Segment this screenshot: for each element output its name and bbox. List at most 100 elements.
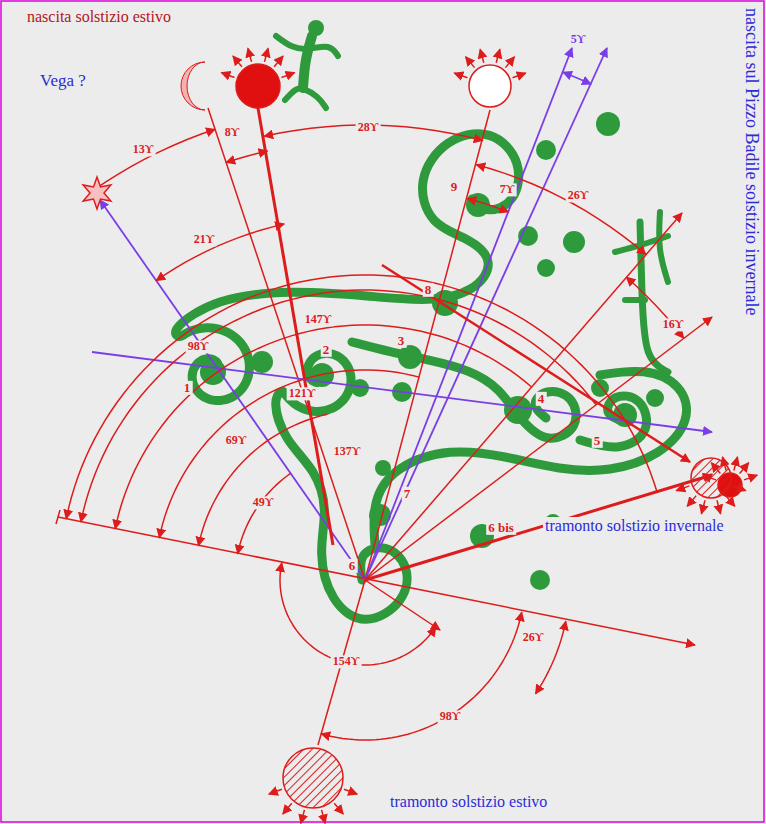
angle-arc bbox=[115, 325, 531, 529]
sun-ray bbox=[466, 57, 475, 68]
callout-number: 6 bis bbox=[486, 521, 516, 535]
alignment-line bbox=[100, 200, 365, 580]
sun-symbol bbox=[283, 748, 343, 808]
angle-label: 8ϒ bbox=[223, 126, 242, 139]
sun-ray bbox=[687, 496, 696, 507]
cup-mark bbox=[398, 345, 422, 369]
angle-label: 26ϒ bbox=[566, 189, 591, 202]
angle-label: 16ϒ bbox=[661, 318, 686, 331]
sun-ray bbox=[322, 810, 326, 824]
engraved-groove bbox=[303, 36, 312, 88]
star-symbol bbox=[83, 177, 111, 209]
callout-number: 9 bbox=[449, 180, 460, 194]
cup-mark bbox=[530, 570, 550, 590]
cup-mark bbox=[504, 396, 532, 424]
callout-number: 8 bbox=[423, 283, 434, 297]
alignment-line bbox=[208, 108, 365, 580]
angle-arc bbox=[81, 290, 596, 522]
alignment-lines bbox=[56, 48, 712, 745]
callout-number: 6 bbox=[347, 559, 358, 573]
engraved-groove bbox=[625, 297, 645, 303]
angle-arc bbox=[93, 129, 215, 190]
sun-ray bbox=[744, 475, 757, 480]
angle-arc bbox=[226, 151, 267, 163]
angle-arc bbox=[321, 612, 522, 740]
angle-label: 26ϒ bbox=[521, 631, 546, 644]
angle-label: 98ϒ bbox=[438, 710, 463, 723]
cup-mark bbox=[251, 351, 273, 373]
angle-arc bbox=[159, 370, 419, 538]
celestial-symbols bbox=[83, 48, 757, 823]
sun-ray bbox=[301, 810, 305, 824]
angle-arc bbox=[280, 563, 436, 665]
angle-arc bbox=[66, 275, 657, 519]
cup-mark bbox=[536, 140, 556, 160]
engraved-groove bbox=[276, 36, 338, 56]
cup-mark bbox=[596, 112, 620, 136]
sun-ray bbox=[733, 486, 746, 491]
angle-label: 154ϒ bbox=[331, 655, 362, 668]
angle-label: 7ϒ bbox=[498, 183, 517, 196]
angle-label: 137ϒ bbox=[332, 445, 363, 458]
alignment-line bbox=[365, 48, 607, 580]
sun-ray bbox=[344, 789, 357, 794]
callout-number: 2 bbox=[321, 343, 332, 357]
sun-ray bbox=[274, 56, 283, 67]
callout-number: 1 bbox=[182, 381, 193, 395]
angle-arc bbox=[238, 473, 291, 553]
angle-arc bbox=[563, 72, 591, 84]
angle-label: 13ϒ bbox=[131, 143, 156, 156]
angle-arc bbox=[467, 198, 508, 212]
sun-ray bbox=[221, 73, 234, 78]
angle-arc bbox=[476, 165, 646, 255]
sun-ray bbox=[281, 73, 294, 78]
caption-label: tramonto solstizio invernale bbox=[543, 517, 726, 535]
alignment-line bbox=[365, 48, 572, 580]
alignment-line bbox=[92, 352, 712, 432]
sun-symbol bbox=[469, 65, 511, 107]
angle-label: 121ϒ bbox=[287, 387, 318, 400]
callout-number: 5 bbox=[592, 434, 603, 448]
sun-ray bbox=[513, 73, 526, 78]
sun-symbol bbox=[691, 458, 731, 498]
angle-arc bbox=[156, 224, 284, 281]
angle-arc bbox=[198, 414, 327, 546]
alignment-line bbox=[382, 265, 690, 462]
angle-label: 5ϒ bbox=[569, 33, 588, 46]
caption-label: Vega ? bbox=[38, 72, 88, 91]
sun-ray bbox=[496, 49, 500, 63]
engraved-groove bbox=[659, 212, 668, 282]
sun-ray bbox=[269, 789, 282, 794]
sun-ray bbox=[701, 500, 705, 514]
cup-mark bbox=[646, 389, 664, 407]
sun-ray bbox=[334, 803, 343, 814]
sun-ray bbox=[505, 57, 514, 68]
angle-label: 98ϒ bbox=[186, 340, 211, 353]
sun-ray bbox=[264, 48, 268, 62]
caption-label: nascita solstizio estivo bbox=[25, 8, 173, 26]
angle-label: 147ϒ bbox=[303, 313, 334, 326]
angle-label: 21ϒ bbox=[192, 233, 217, 246]
angle-label: 69ϒ bbox=[224, 434, 249, 447]
sun-ray bbox=[740, 463, 749, 474]
sun-ray bbox=[717, 500, 721, 514]
cup-mark bbox=[537, 259, 555, 277]
angle-label: 49ϒ bbox=[251, 496, 276, 509]
sun-ray bbox=[480, 49, 484, 63]
callout-number: 7 bbox=[402, 487, 413, 501]
moon-crescent bbox=[181, 62, 205, 110]
callout-number: 4 bbox=[536, 392, 547, 406]
sun-ray bbox=[248, 48, 252, 62]
sun-ray bbox=[283, 803, 292, 814]
sun-ray bbox=[454, 73, 467, 78]
callout-number: 3 bbox=[396, 334, 407, 348]
cup-mark bbox=[466, 193, 490, 217]
cup-mark bbox=[375, 460, 391, 476]
engraved-groove bbox=[285, 88, 326, 108]
baseline-tick bbox=[56, 510, 60, 524]
caption-label: tramonto solstizio estivo bbox=[388, 793, 549, 811]
sun-symbol bbox=[236, 64, 280, 108]
